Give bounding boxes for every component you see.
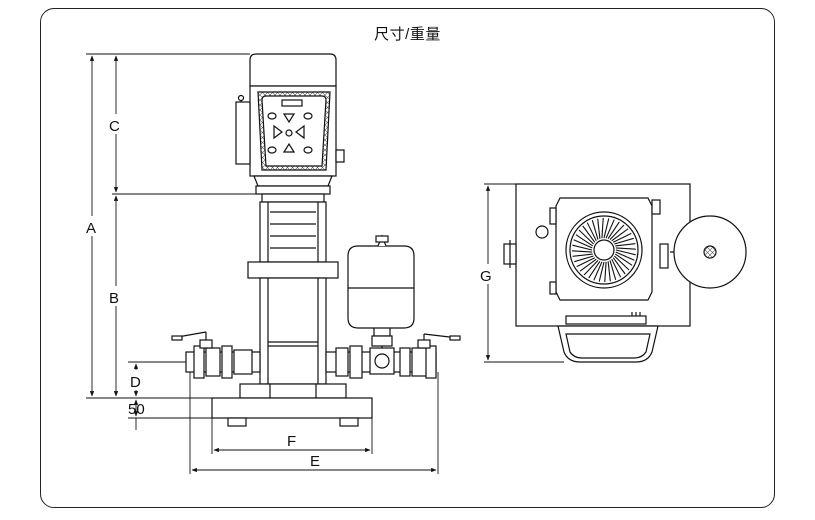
dimension-label-b: B — [109, 290, 119, 307]
motor-cap — [249, 53, 337, 87]
motor-body — [235, 85, 345, 177]
dimension-lines-front — [86, 53, 439, 474]
base-plate — [211, 397, 373, 427]
inlet-manifold — [171, 331, 261, 379]
dimension-label-base: 50 — [128, 401, 145, 418]
dimension-label-c: C — [109, 118, 120, 135]
pump-coupling — [259, 193, 327, 263]
tank-top-view — [670, 215, 747, 289]
pump-head — [247, 261, 339, 279]
outlet-manifold — [325, 333, 461, 379]
fan-icon — [565, 211, 643, 289]
dimension-label-e: E — [310, 453, 320, 470]
pressure-tank — [347, 234, 415, 348]
diagram-title: 尺寸/重量 — [374, 26, 441, 43]
top-view — [503, 183, 747, 363]
pump-barrel — [259, 277, 327, 385]
front-view — [171, 53, 461, 427]
pump-base — [239, 383, 347, 399]
diagram-frame — [40, 8, 775, 508]
dimension-label-g: G — [480, 268, 492, 285]
dimension-label-a: A — [86, 220, 96, 237]
dimension-label-d: D — [130, 374, 141, 391]
dimension-label-f: F — [287, 433, 296, 450]
motor-flange — [253, 175, 333, 195]
